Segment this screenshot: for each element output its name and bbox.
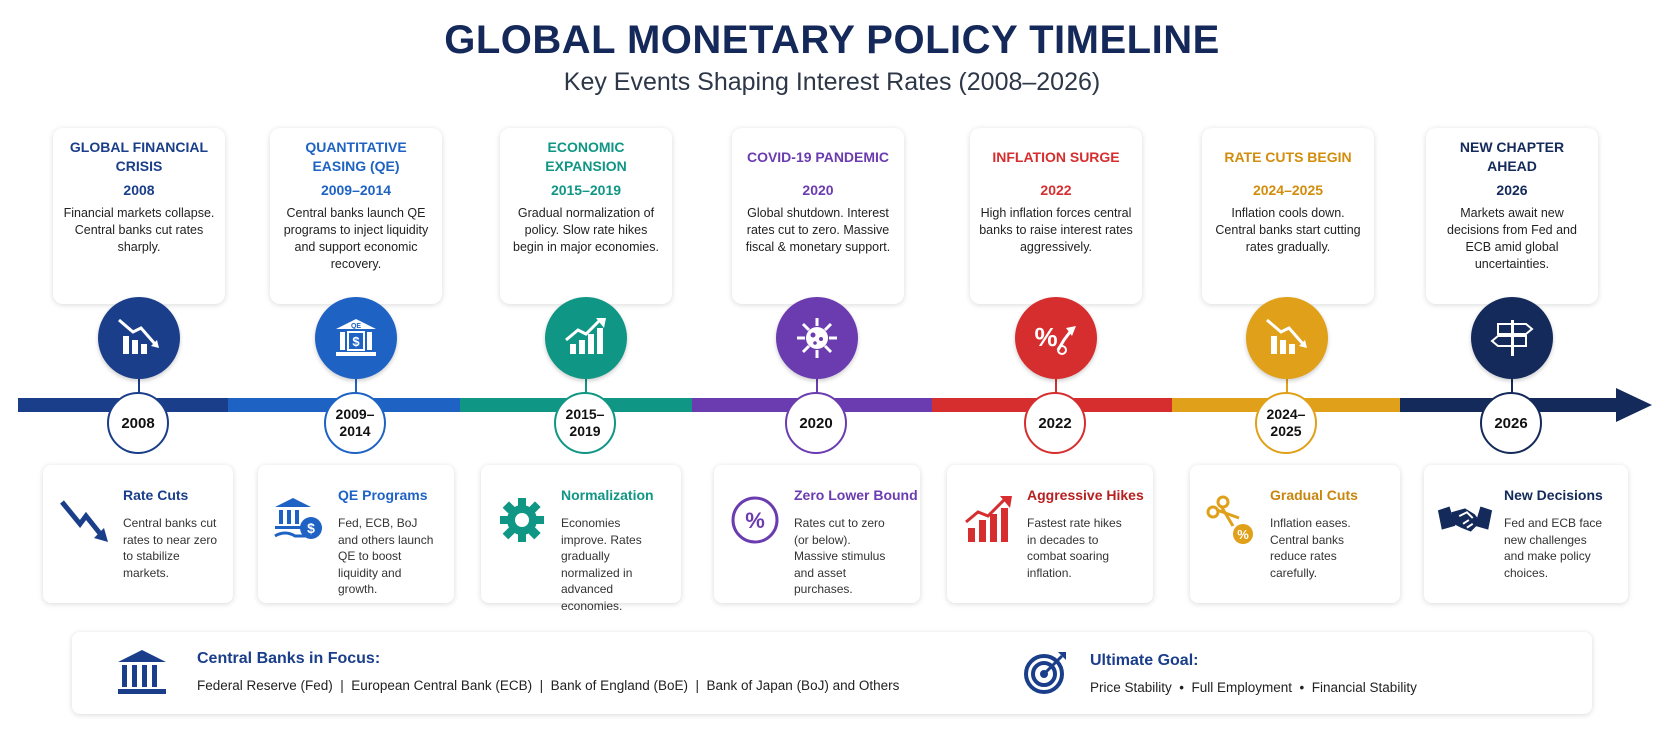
detail-card-qe-programs: $ QE Programs Fed, ECB, BoJ and others l… xyxy=(258,465,454,603)
event-year: 2009–2014 xyxy=(320,182,392,198)
event-title: RATE CUTS BEGIN xyxy=(1224,148,1352,165)
detail-title: QE Programs xyxy=(338,487,428,503)
event-card-expansion: ECONOMIC EXPANSION 2015–2019 Gradual nor… xyxy=(500,128,672,304)
percent-circle-icon: % xyxy=(726,491,784,549)
event-year: 2015–2019 xyxy=(550,182,622,198)
year-badge-2022: 2022 xyxy=(1024,392,1086,454)
year-badge-2008: 2008 xyxy=(107,392,169,454)
event-year: 2022 xyxy=(1040,182,1072,198)
event-year: 2008 xyxy=(123,182,155,198)
detail-card-new-decisions: New Decisions Fed and ECB face new chall… xyxy=(1424,465,1628,603)
event-year: 2026 xyxy=(1496,182,1528,198)
detail-description: Inflation eases. Central banks reduce ra… xyxy=(1270,516,1351,580)
central-banks-label: Central Banks in Focus: xyxy=(197,650,381,667)
event-description: Gradual normalization of policy. Slow ra… xyxy=(513,206,659,254)
bank-qe-icon: QE $ xyxy=(315,297,397,379)
event-card-qe: QUANTITATIVE EASING (QE) 2009–2014 Centr… xyxy=(270,128,442,304)
event-description: Central banks launch QE programs to inje… xyxy=(283,206,429,271)
detail-title: Aggressive Hikes xyxy=(1027,487,1144,503)
central-banks-list: Federal Reserve (Fed) | European Central… xyxy=(197,678,900,693)
down-arrow-icon xyxy=(55,491,113,549)
gear-icon xyxy=(493,491,551,549)
year-badge-2026: 2026 xyxy=(1480,392,1542,454)
year-badge-2009-2014: 2009– 2014 xyxy=(324,392,386,454)
event-card-2008: GLOBAL FINANCIAL CRISIS 2008 Financial m… xyxy=(53,128,225,304)
event-description: Markets await new decisions from Fed and… xyxy=(1447,206,1577,271)
svg-text:%: % xyxy=(745,508,765,533)
svg-text:QE: QE xyxy=(351,323,361,330)
event-title: QUANTITATIVE EASING (QE) xyxy=(305,139,407,174)
detail-title: New Decisions xyxy=(1504,487,1603,503)
virus-icon xyxy=(776,297,858,379)
page-subtitle: Key Events Shaping Interest Rates (2008–… xyxy=(563,68,1101,96)
year-badge-2020: 2020 xyxy=(785,392,847,454)
event-year: 2024–2025 xyxy=(1252,182,1324,198)
rising-chart-icon xyxy=(545,297,627,379)
detail-description: Economies improve. Rates gradually norma… xyxy=(561,516,642,613)
event-title: INFLATION SURGE xyxy=(992,148,1120,165)
detail-card-rate-cuts: Rate Cuts Central banks cut rates to nea… xyxy=(43,465,233,603)
detail-card-zero-lower-bound: % Zero Lower Bound Rates cut to zero (or… xyxy=(714,465,920,603)
event-title: ECONOMIC EXPANSION xyxy=(545,139,627,174)
detail-card-aggressive-hikes: Aggressive Hikes Fastest rate hikes in d… xyxy=(947,465,1153,603)
svg-text:$: $ xyxy=(307,520,315,536)
event-card-inflation: INFLATION SURGE 2022 High inflation forc… xyxy=(970,128,1142,304)
svg-text:%: % xyxy=(1034,322,1057,352)
event-title: NEW CHAPTER AHEAD xyxy=(1459,139,1565,174)
detail-title: Gradual Cuts xyxy=(1270,487,1358,503)
falling-chart-icon xyxy=(1246,297,1328,379)
event-title: GLOBAL FINANCIAL CRISIS xyxy=(69,139,209,174)
year-badge-2024-2025: 2024– 2025 xyxy=(1255,392,1317,454)
signpost-icon xyxy=(1471,297,1553,379)
bar-growth-icon xyxy=(959,491,1017,549)
target-icon xyxy=(1022,648,1070,701)
ultimate-goal-label: Ultimate Goal: xyxy=(1090,652,1199,669)
scissors-percent-icon: % xyxy=(1202,491,1260,549)
falling-chart-icon xyxy=(98,297,180,379)
year-badge-2015-2019: 2015– 2019 xyxy=(554,392,616,454)
handshake-icon xyxy=(1436,491,1494,549)
event-card-covid: COVID-19 PANDEMIC 2020 Global shutdown. … xyxy=(732,128,904,304)
bank-building-icon xyxy=(116,648,168,701)
detail-description: Central banks cut rates to near zero to … xyxy=(123,516,218,580)
detail-description: Fastest rate hikes in decades to combat … xyxy=(1027,516,1122,580)
detail-description: Fed, ECB, BoJ and others launch QE to bo… xyxy=(338,516,434,596)
event-description: Global shutdown. Interest rates cut to z… xyxy=(745,206,891,254)
event-description: Inflation cools down. Central banks star… xyxy=(1215,206,1361,254)
svg-text:%: % xyxy=(1237,527,1249,542)
event-title: COVID-19 PANDEMIC xyxy=(746,148,890,165)
detail-title: Zero Lower Bound xyxy=(794,487,918,503)
event-description: High inflation forces central banks to r… xyxy=(979,206,1133,254)
page-title: GLOBAL MONETARY POLICY TIMELINE xyxy=(444,18,1220,62)
svg-text:$: $ xyxy=(352,334,360,349)
footer-panel: Central Banks in Focus: Federal Reserve … xyxy=(72,632,1592,714)
detail-description: Rates cut to zero (or below). Massive st… xyxy=(794,516,886,596)
percent-up-icon: % xyxy=(1015,297,1097,379)
detail-description: Fed and ECB face new challenges and make… xyxy=(1504,516,1603,580)
event-card-new-chapter: NEW CHAPTER AHEAD 2026 Markets await new… xyxy=(1426,128,1598,304)
detail-card-normalization: Normalization Economies improve. Rates g… xyxy=(481,465,681,613)
event-card-rate-cuts: RATE CUTS BEGIN 2024–2025 Inflation cool… xyxy=(1202,128,1374,304)
detail-title: Rate Cuts xyxy=(123,487,189,503)
ultimate-goal-text: Price Stability • Full Employment • Fina… xyxy=(1090,680,1417,695)
event-description: Financial markets collapse. Central bank… xyxy=(63,206,215,254)
detail-card-gradual-cuts: % Gradual Cuts Inflation eases. Central … xyxy=(1190,465,1400,603)
event-year: 2020 xyxy=(802,182,834,198)
bank-dollar-icon: $ xyxy=(270,491,328,549)
detail-title: Normalization xyxy=(561,487,654,503)
